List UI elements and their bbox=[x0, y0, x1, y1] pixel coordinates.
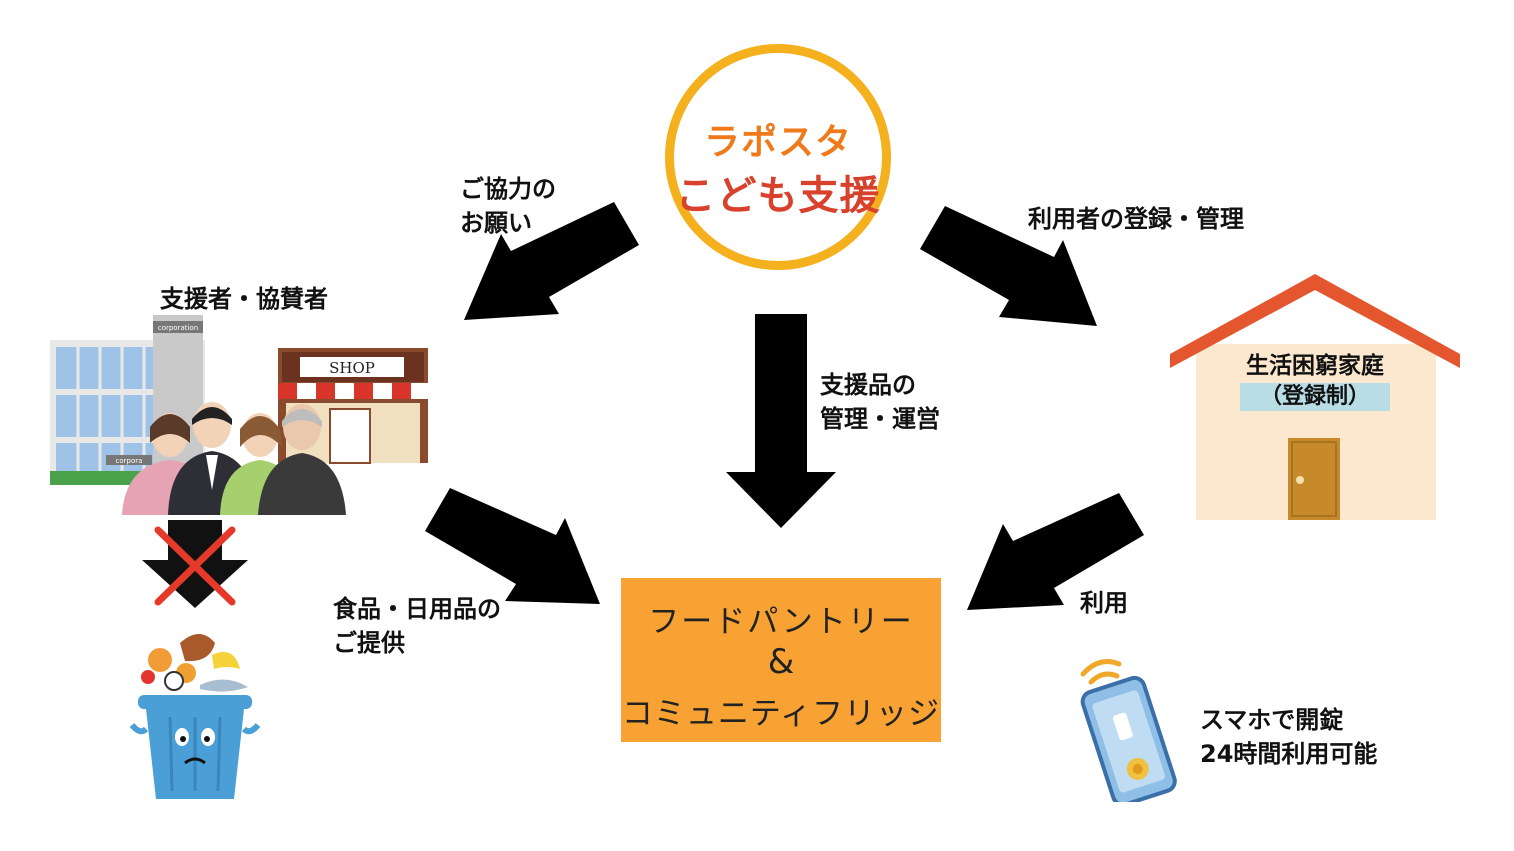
wifi-icon bbox=[1080, 659, 1122, 685]
household-house bbox=[1170, 274, 1460, 520]
provide-label-line1: 食品・日用品の bbox=[333, 595, 501, 623]
arrow-management-down bbox=[726, 314, 836, 528]
food-pantry-box: フードパントリー & コミュニティフリッジ bbox=[621, 578, 941, 742]
arrow-households-use bbox=[967, 493, 1144, 610]
no-waste-arrow bbox=[142, 520, 248, 608]
smartphone-label: スマホで開錠 24時間利用可能 bbox=[1200, 703, 1377, 771]
management-label-line2: 管理・運営 bbox=[820, 405, 940, 433]
ampersand: & bbox=[767, 642, 795, 682]
request-label: ご協力の お願い bbox=[460, 172, 556, 240]
household-registration: （登録制） bbox=[1240, 383, 1390, 411]
logo-line1: ラポスタ bbox=[703, 122, 852, 163]
food-pantry-title: フードパントリー bbox=[648, 604, 914, 640]
cross-icon bbox=[154, 526, 236, 606]
shop-sign: SHOP bbox=[329, 359, 375, 377]
arrow-register-users bbox=[920, 206, 1097, 326]
corp-sign-lower: corpora bbox=[116, 457, 143, 465]
smartphone-unlock-illustration bbox=[1080, 659, 1177, 802]
corp-sign: corporation bbox=[158, 324, 198, 332]
supporters-label: 支援者・協賛者 bbox=[160, 285, 328, 313]
food-waste-bin-illustration bbox=[130, 634, 260, 799]
use-label: 利用 bbox=[1080, 589, 1128, 617]
household-title: 生活困窮家庭 bbox=[1246, 353, 1384, 379]
user-registration-label: 利用者の登録・管理 bbox=[1028, 205, 1244, 233]
provide-label: 食品・日用品の ご提供 bbox=[333, 592, 501, 660]
provide-label-line2: ご提供 bbox=[333, 629, 405, 657]
logo-line2: こども支援 bbox=[675, 173, 881, 219]
request-label-line2: お願い bbox=[460, 209, 532, 237]
smartphone-label-line1: スマホで開錠 bbox=[1200, 706, 1344, 734]
community-fridge-title: コミュニティフリッジ bbox=[621, 696, 941, 732]
smartphone-label-line2: 24時間利用可能 bbox=[1200, 740, 1378, 768]
arrow-request-to-supporters bbox=[464, 202, 639, 320]
house-door bbox=[1288, 438, 1340, 520]
request-label-line1: ご協力の bbox=[460, 175, 556, 203]
management-label: 支援品の 管理・運営 bbox=[820, 368, 940, 436]
supporters-illustration: corporation corpora SHOP bbox=[50, 315, 428, 515]
arrow-supporters-provide bbox=[425, 488, 600, 604]
management-label-line1: 支援品の bbox=[820, 371, 916, 399]
rapostar-logo: ラポスタ こども支援 bbox=[665, 44, 891, 270]
person-man-right bbox=[258, 404, 346, 515]
